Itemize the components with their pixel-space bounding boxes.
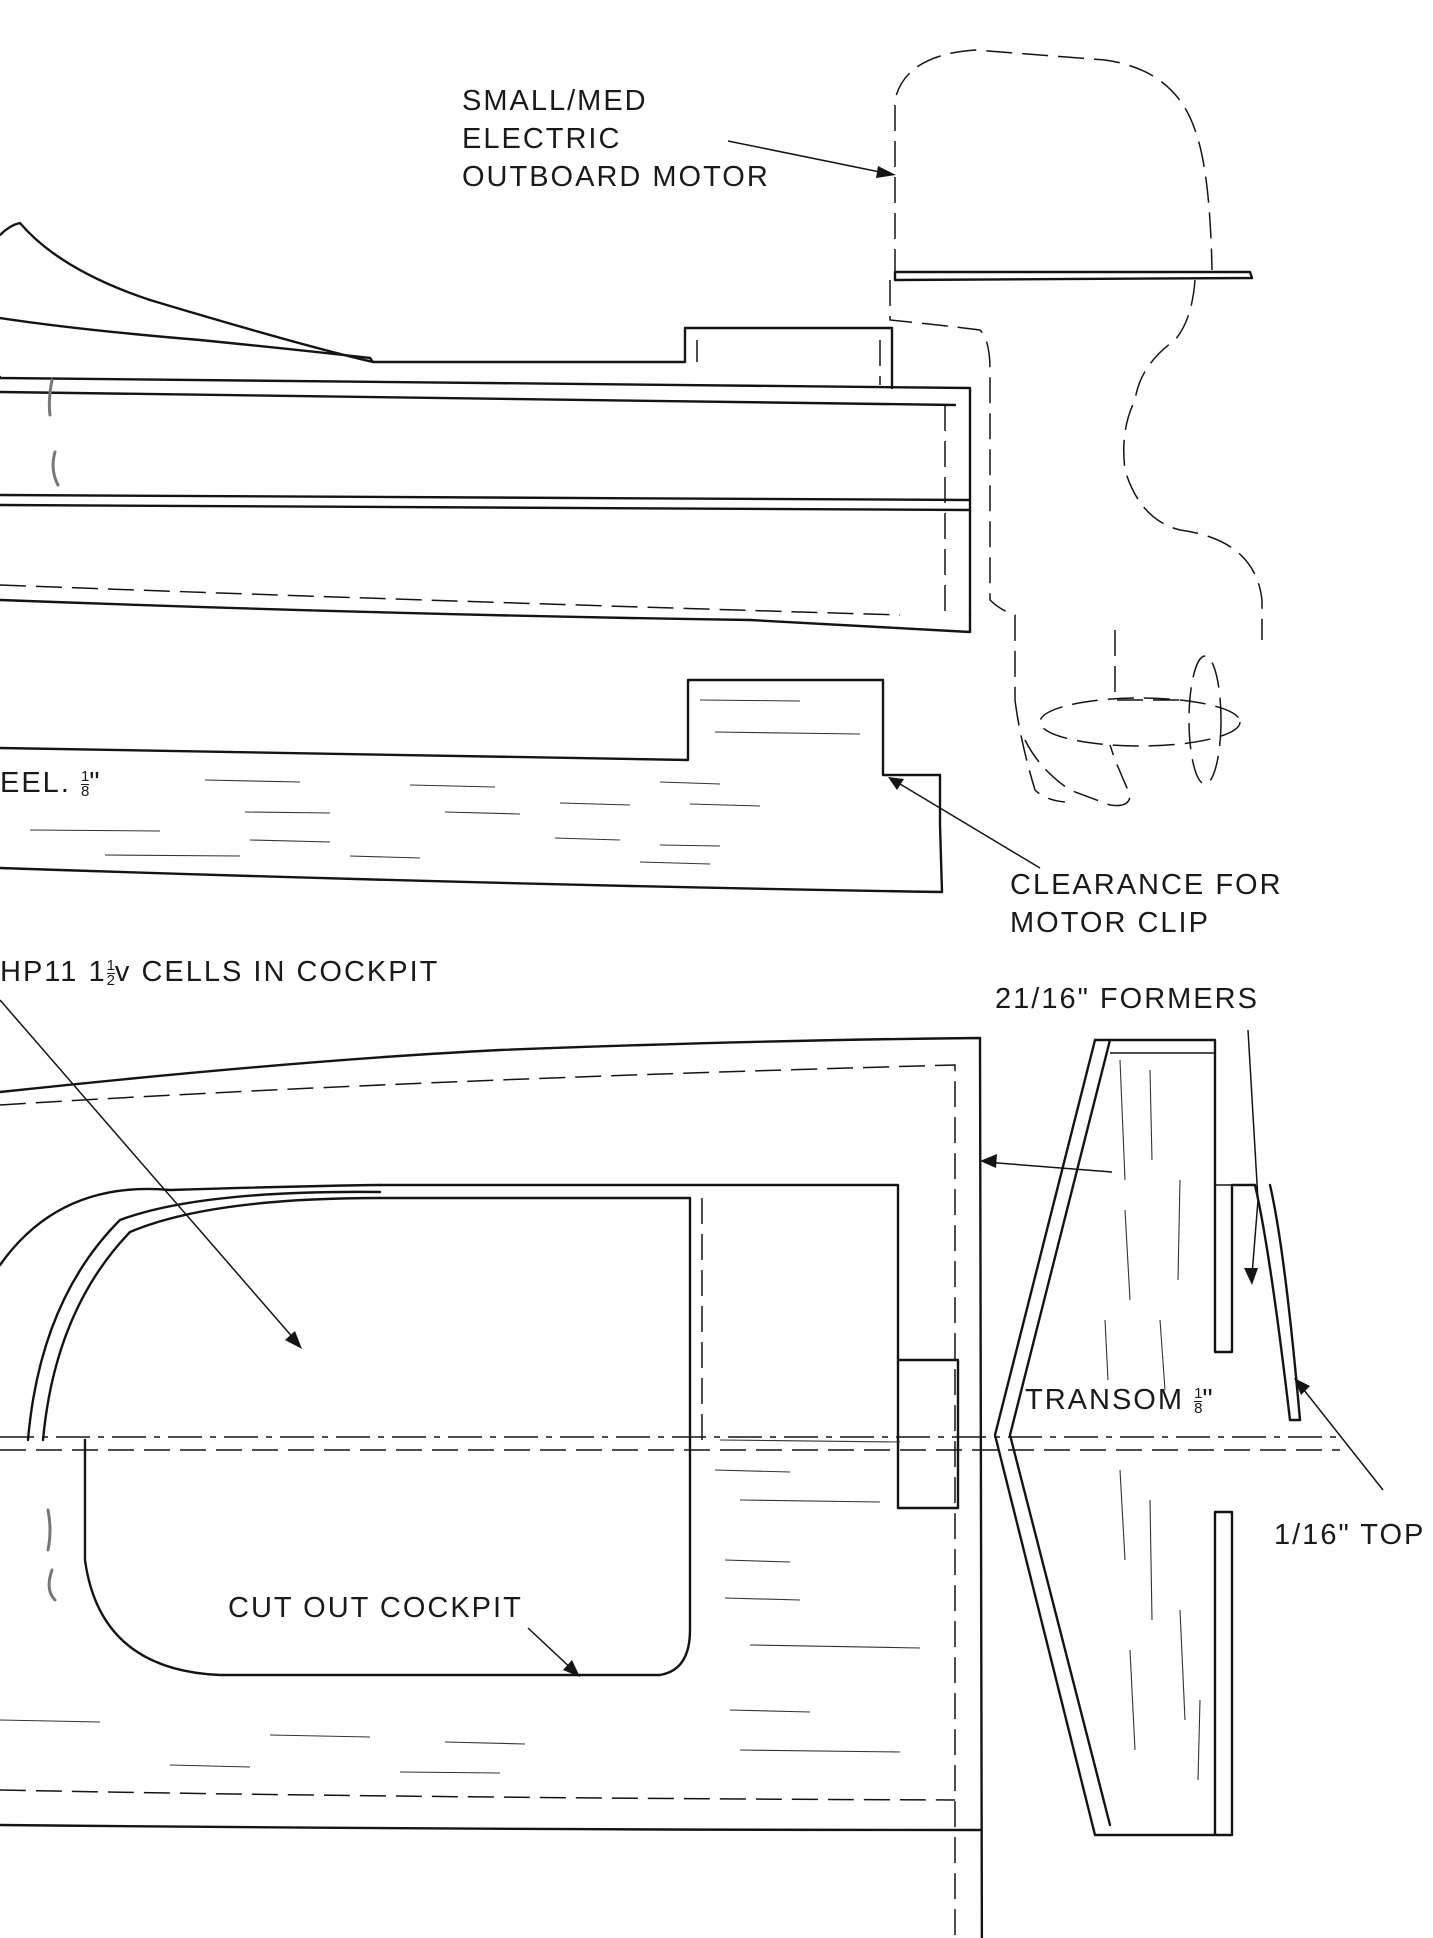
outboard-motor-outline — [889, 49, 1263, 807]
cells-label-part1: HP11 1 — [0, 956, 107, 988]
transom-label-text: TRANSOM — [1025, 1384, 1184, 1416]
cockpit-label: CUT OUT COCKPIT — [228, 1592, 523, 1624]
motor-label-arrow — [727, 140, 896, 178]
top-label: 1/16" TOP — [1274, 1519, 1426, 1551]
keel-label-text: EEL. — [0, 767, 71, 799]
motor-label-line1: SMALL/MED — [462, 85, 648, 117]
cells-arrow — [0, 999, 302, 1349]
top-arrow — [1294, 1378, 1384, 1491]
cells-label-part2: v CELLS IN COCKPIT — [114, 956, 440, 988]
clearance-label: CLEARANCE FOR MOTOR CLIP — [1010, 866, 1283, 942]
clearance-label-line1: CLEARANCE FOR — [1010, 869, 1283, 901]
hull-plan-view — [0, 1036, 1340, 1938]
clearance-label-line2: MOTOR CLIP — [1010, 907, 1210, 939]
formers-arrows — [980, 1029, 1259, 1285]
formers-label: 21/16" FORMERS — [995, 983, 1259, 1015]
hull-side-profile — [0, 221, 972, 634]
keel-profile — [0, 678, 944, 894]
clearance-arrow — [888, 777, 1041, 869]
motor-label-line3: OUTBOARD MOTOR — [462, 161, 770, 193]
cockpit-arrow — [527, 1627, 580, 1677]
transom-former-pieces — [993, 1038, 1302, 1837]
motor-label: SMALL/MED ELECTRIC OUTBOARD MOTOR — [462, 82, 770, 196]
motor-label-line2: ELECTRIC — [462, 123, 622, 155]
